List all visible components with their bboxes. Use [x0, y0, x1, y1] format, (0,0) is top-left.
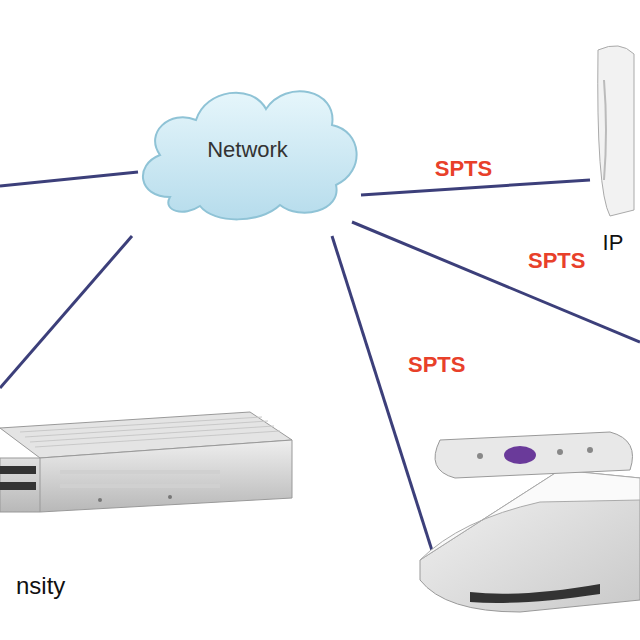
device-caption: nsity: [16, 572, 65, 600]
stream-label: SPTS: [528, 248, 585, 274]
stream-label: SPTS: [408, 352, 465, 378]
network-wire: [352, 222, 640, 342]
network-wire: [0, 236, 132, 388]
node-label: Network: [207, 137, 288, 163]
rack-device: [0, 412, 292, 512]
set-top-box: [420, 432, 640, 612]
ip-device: IP: [590, 40, 636, 258]
node-label: IP: [603, 230, 624, 258]
stream-label: SPTS: [435, 156, 492, 182]
network-wire: [332, 236, 442, 582]
network-cloud: Network: [130, 75, 365, 225]
network-wire: [0, 172, 138, 186]
network-link: [361, 180, 590, 195]
ip-phone: [590, 40, 636, 258]
remote-control: [435, 432, 633, 478]
